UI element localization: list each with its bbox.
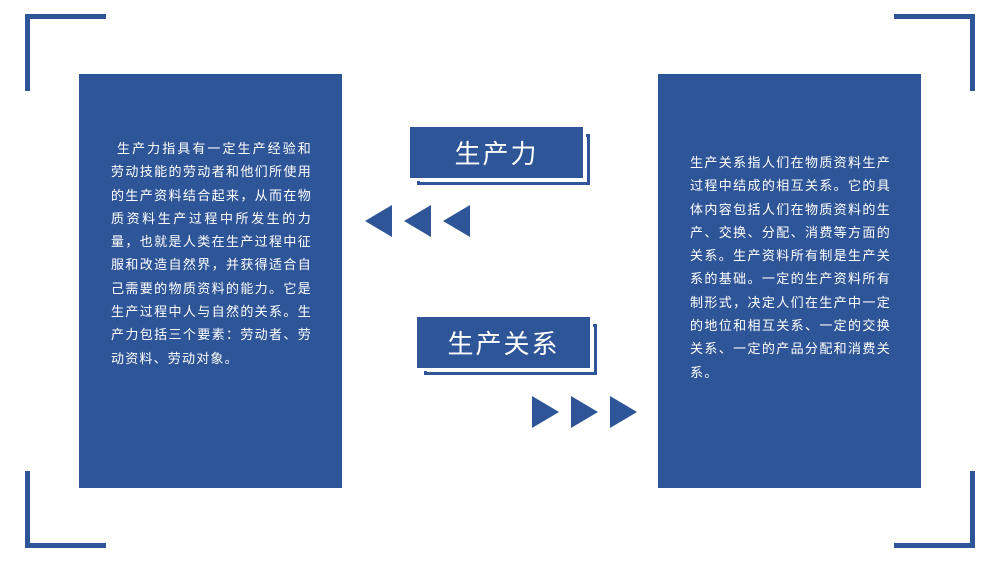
corner-bracket-top-left-icon — [25, 14, 106, 91]
corner-bracket-bottom-right-icon — [894, 471, 975, 548]
productive-forces-title: 生产力 — [407, 124, 586, 181]
right-arrows-group — [532, 396, 637, 428]
triangle-left-icon — [443, 205, 470, 237]
productive-forces-label: 生产力 — [407, 124, 590, 185]
productive-forces-panel: 生产力指具有一定生产经验和劳动技能的劳动者和他们所使用的生产资料结合起来，从而在… — [79, 74, 342, 488]
triangle-right-icon — [532, 396, 559, 428]
triangle-right-icon — [571, 396, 598, 428]
relations-of-production-panel: 生产关系指人们在物质资料生产过程中结成的相互关系。它的具体内容包括人们在物质资料… — [658, 74, 921, 488]
left-arrows-group — [365, 205, 470, 237]
corner-bracket-bottom-left-icon — [25, 471, 106, 548]
relations-of-production-description: 生产关系指人们在物质资料生产过程中结成的相互关系。它的具体内容包括人们在物质资料… — [690, 156, 891, 381]
productive-forces-description: 生产力指具有一定生产经验和劳动技能的劳动者和他们所使用的生产资料结合起来，从而在… — [111, 142, 312, 367]
triangle-left-icon — [404, 205, 431, 237]
triangle-left-icon — [365, 205, 392, 237]
relations-of-production-label: 生产关系 — [414, 314, 597, 375]
triangle-right-icon — [610, 396, 637, 428]
relations-of-production-title: 生产关系 — [414, 314, 593, 371]
corner-bracket-top-right-icon — [894, 14, 975, 91]
